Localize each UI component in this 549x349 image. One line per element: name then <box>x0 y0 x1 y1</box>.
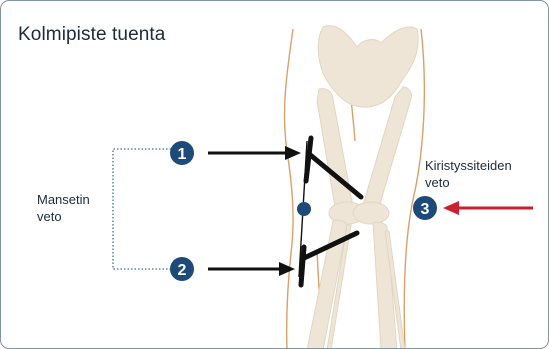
right-knee <box>353 202 389 224</box>
cuff-traction-label-line2: veto <box>37 208 90 225</box>
cuff-traction-label: Mansetin veto <box>37 191 90 225</box>
marker-2: 2 <box>170 257 194 281</box>
cuff-bracket <box>113 149 171 269</box>
svg-text:1: 1 <box>178 146 187 163</box>
strap-arrow <box>443 201 533 215</box>
strap-traction-label-line1: Kiristyssiteiden <box>425 157 512 174</box>
svg-text:3: 3 <box>421 201 430 218</box>
lower-pad <box>301 247 304 285</box>
strap-traction-label: Kiristyssiteiden veto <box>425 157 512 191</box>
cuff-traction-label-line1: Mansetin <box>37 191 90 208</box>
strap-traction-label-line2: veto <box>425 174 512 191</box>
skeleton <box>307 26 418 349</box>
marker-3: 3 <box>413 196 437 220</box>
knee-pivot-marker <box>297 202 311 216</box>
marker-1: 1 <box>170 141 194 165</box>
left-femur <box>317 89 353 210</box>
cuff-arrows <box>208 146 301 276</box>
svg-text:2: 2 <box>178 262 187 279</box>
